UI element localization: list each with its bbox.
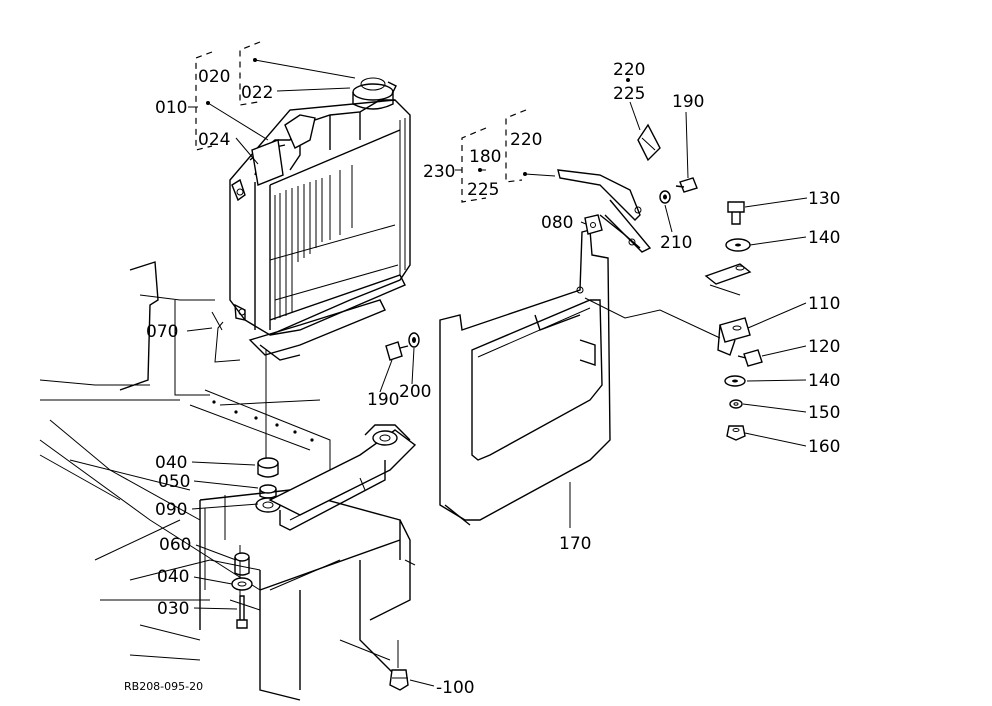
label-070: 070 [146,322,178,342]
clip-080 [584,214,603,235]
group-brackets [195,41,527,203]
label-130: 130 [808,189,840,209]
label-030: 030 [157,599,189,619]
label-010: 010 [155,98,187,118]
label-120: 120 [808,337,840,357]
frame-holes [212,400,314,442]
label-040-upper: 040 [155,453,187,473]
label-190-lower: 190 [367,390,399,410]
label-020: 020 [198,67,230,87]
label-190-upper: 190 [672,92,704,112]
label-200: 200 [399,382,431,402]
label-225-top: 225 [613,84,645,104]
label-090: 090 [155,500,187,520]
mount-assembly [231,350,281,629]
right-hardware [584,201,763,441]
label-210: 210 [660,233,692,253]
bracket-090 [268,424,417,531]
side-cover-170 [439,229,611,526]
label-225-left: 225 [467,180,499,200]
label-022: 022 [241,83,273,103]
label-080: 080 [541,213,573,233]
label-110: 110 [808,294,840,314]
label-220-top: 220 [613,60,645,80]
diagram-code: RB208-095-20 [124,680,203,693]
bolt-100 [389,640,409,691]
label-140-lower: 140 [808,371,840,391]
label-230: 230 [423,162,455,182]
label-040-lower: 040 [157,567,189,587]
label-140-upper: 140 [808,228,840,248]
label-170: 170 [559,534,591,554]
frame-outline [39,261,416,701]
label-060: 060 [159,535,191,555]
radiator-010 [229,99,411,361]
label-160: 160 [808,437,840,457]
radiator-core [269,165,399,320]
part-labels: 020 022 010 024 070 040 050 090 060 040 … [124,60,840,698]
label-050: 050 [158,472,190,492]
label-220-left: 220 [510,130,542,150]
label-024: 024 [198,130,230,150]
label-180: 180 [469,147,501,167]
radiator-cap-022 [352,77,397,110]
bolt-190-lower [385,332,420,361]
label-100: -100 [436,678,475,698]
leader-lines [186,58,808,687]
bolt-190-upper [659,177,698,204]
label-150: 150 [808,403,840,423]
bracket-180-220 [557,123,661,253]
